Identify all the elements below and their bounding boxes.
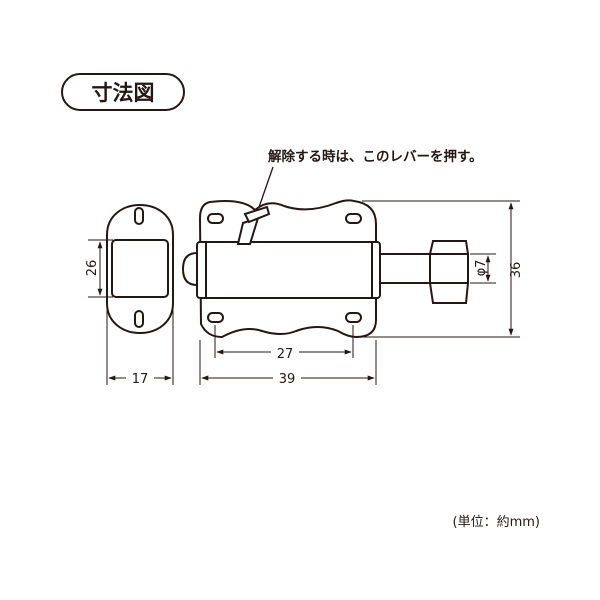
unit-note: (単位：約mm) bbox=[453, 514, 540, 530]
page-title: 寸法図 bbox=[92, 81, 155, 105]
total-height-label: 36 bbox=[509, 262, 524, 279]
side-width-label-bg bbox=[126, 368, 154, 386]
hole-spacing-label-bg bbox=[271, 343, 299, 361]
lever-leader-line bbox=[256, 166, 274, 214]
side-view-dimensions bbox=[88, 239, 174, 385]
lever-note: 解除する時は、このレバーを押す。 bbox=[268, 148, 483, 165]
front-view-dimensions bbox=[199, 200, 520, 385]
body-width-label-bg bbox=[273, 369, 301, 387]
side-view bbox=[106, 204, 174, 334]
title-badge: 寸法図 bbox=[61, 73, 185, 111]
side-height-label: 26 bbox=[85, 260, 100, 277]
hole-spacing-label: 27 bbox=[277, 347, 294, 362]
side-width-label: 17 bbox=[132, 372, 149, 387]
rod-diameter-label: φ7 bbox=[474, 260, 489, 277]
body-width-label: 39 bbox=[279, 372, 296, 387]
front-view bbox=[181, 199, 469, 339]
